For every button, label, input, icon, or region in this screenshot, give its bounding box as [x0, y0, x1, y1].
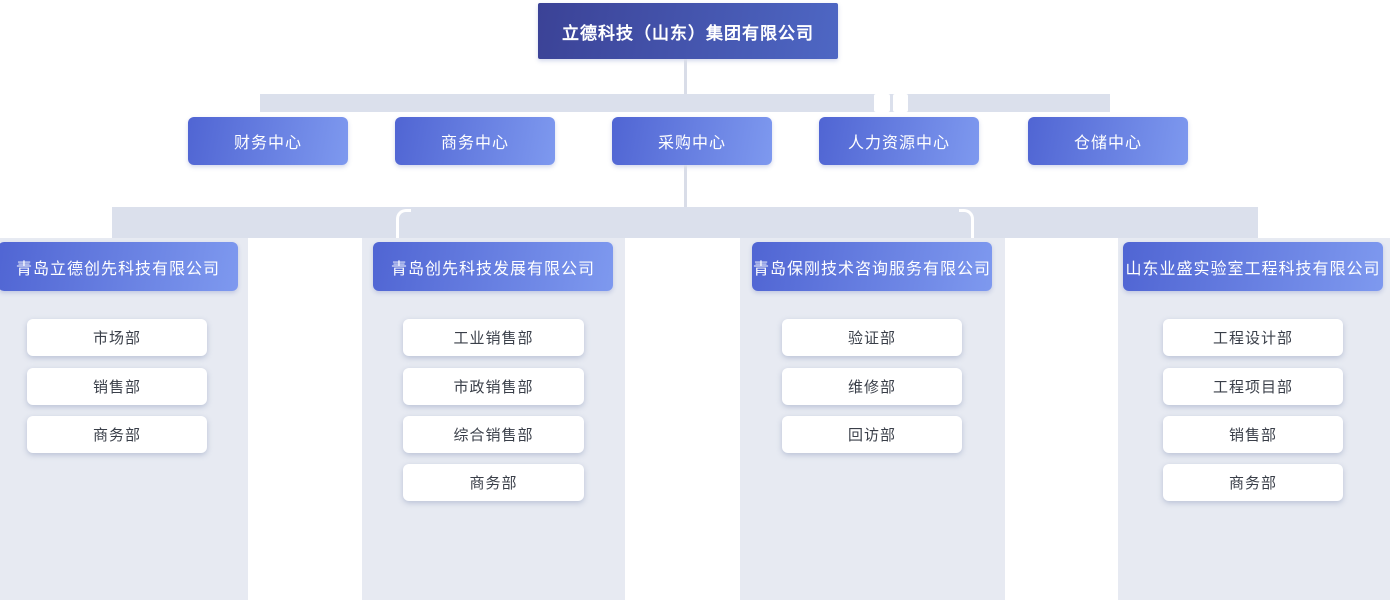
org-node-dept[interactable]: 市场部: [27, 319, 207, 356]
centers-connector-bar: [260, 94, 1110, 112]
org-node-dept[interactable]: 销售部: [1163, 416, 1343, 453]
org-node-dept[interactable]: 商务部: [27, 416, 207, 453]
bar-gap-artifact: [874, 94, 890, 112]
org-node-dept[interactable]: 验证部: [782, 319, 962, 356]
org-node-business-center[interactable]: 商务中心: [395, 117, 555, 165]
org-node-dept[interactable]: 回访部: [782, 416, 962, 453]
connector-centers-to-companies: [684, 165, 687, 207]
bracket-corner-left: [396, 209, 411, 241]
org-node-hr-center[interactable]: 人力资源中心: [819, 117, 979, 165]
org-node-dept[interactable]: 工程设计部: [1163, 319, 1343, 356]
org-node-company-3[interactable]: 青岛保刚技术咨询服务有限公司: [752, 242, 992, 291]
org-node-company-1[interactable]: 青岛立德创先科技有限公司: [0, 242, 238, 291]
org-node-company-2[interactable]: 青岛创先科技发展有限公司: [373, 242, 613, 291]
org-node-dept[interactable]: 维修部: [782, 368, 962, 405]
org-node-root[interactable]: 立德科技（山东）集团有限公司: [538, 3, 838, 59]
org-node-dept[interactable]: 商务部: [1163, 464, 1343, 501]
org-node-dept[interactable]: 综合销售部: [403, 416, 584, 453]
org-node-finance-center[interactable]: 财务中心: [188, 117, 348, 165]
connector-root-to-centers: [684, 59, 687, 95]
org-node-procurement-center[interactable]: 采购中心: [612, 117, 772, 165]
org-node-warehouse-center[interactable]: 仓储中心: [1028, 117, 1188, 165]
bracket-corner-right: [959, 209, 974, 241]
org-node-dept[interactable]: 商务部: [403, 464, 584, 501]
org-node-dept[interactable]: 工程项目部: [1163, 368, 1343, 405]
org-node-dept[interactable]: 销售部: [27, 368, 207, 405]
org-node-dept[interactable]: 市政销售部: [403, 368, 584, 405]
org-node-company-4[interactable]: 山东业盛实验室工程科技有限公司: [1123, 242, 1383, 291]
bar-gap-artifact: [893, 94, 908, 112]
org-node-dept[interactable]: 工业销售部: [403, 319, 584, 356]
companies-connector-bar: [112, 207, 1258, 238]
